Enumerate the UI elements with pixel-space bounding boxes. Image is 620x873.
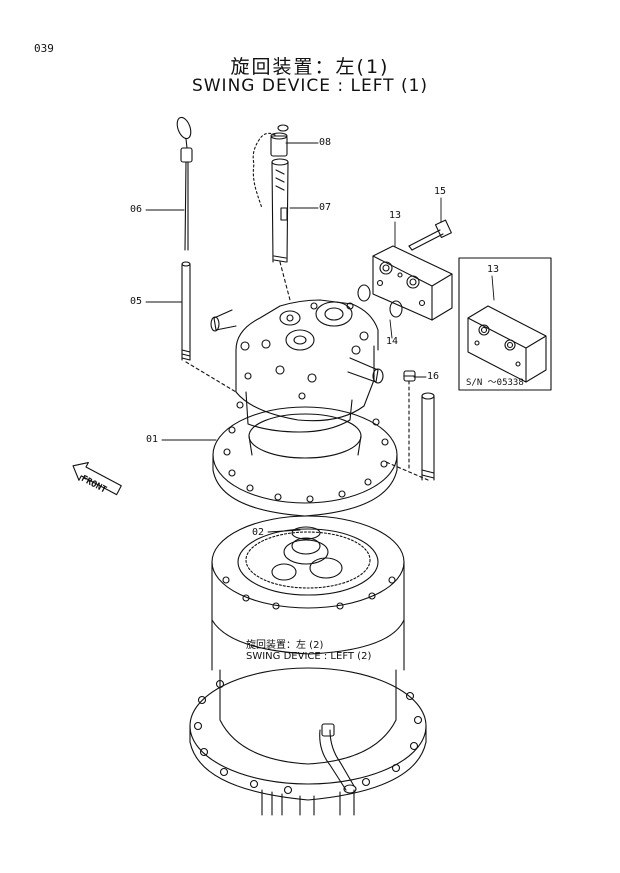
long-bolt [385,392,435,481]
part-15-bolt [408,219,452,251]
label-part-14: 14 [386,336,399,347]
label-part-01: 01 [146,434,159,445]
label-part-08: 08 [319,137,332,148]
part-07-pipe [271,158,291,301]
label-part-13: 13 [389,210,402,221]
label-part-15: 15 [434,186,447,197]
leader-lines [145,142,495,533]
title-japanese: 旋回装置：左(1) [230,56,390,78]
front-arrow-icon [72,462,122,496]
part-05-pipe [181,261,237,393]
title-english: SWING DEVICE : LEFT (1) [191,76,429,96]
serial-number-note: S/N ～05338 [466,378,524,388]
inset-box [458,257,552,391]
label-part-07: 07 [319,202,332,213]
part-16-plug [403,370,416,471]
part-14-o-rings [357,284,403,318]
label-part-13-inset: 13 [487,264,500,275]
label-part-05: 05 [130,296,143,307]
subassembly-label-japanese: 旋回装置：左 (2) [246,640,324,651]
part-08-cap [252,124,289,209]
part-01-gear-housing [212,406,398,517]
subassembly-label-english: SWING DEVICE : LEFT (2) [246,651,372,662]
part-13-valve-block [372,245,453,321]
lower-gear-housing [189,515,427,816]
part-06-dipstick [176,116,193,251]
label-part-06: 06 [130,204,143,215]
label-part-16: 16 [427,371,440,382]
swing-motor [210,299,384,433]
label-part-02: 02 [252,527,265,538]
page-number: 039 [34,42,54,55]
